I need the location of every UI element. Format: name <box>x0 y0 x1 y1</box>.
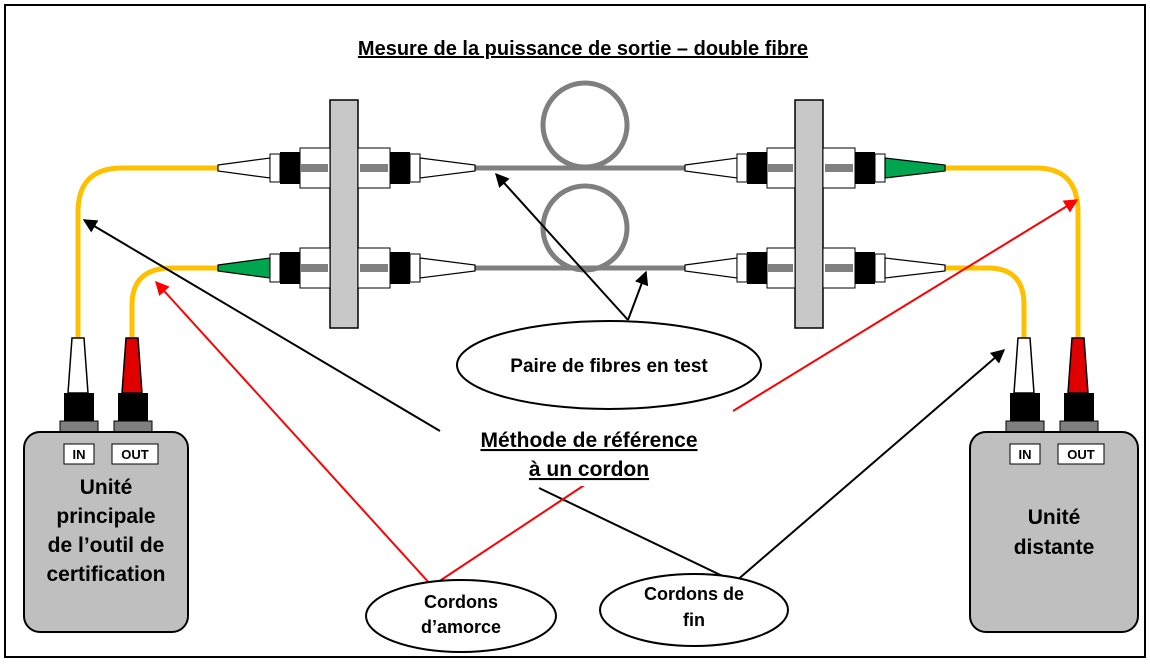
connector-ferrule <box>825 264 853 272</box>
main-out-port-box <box>111 443 159 465</box>
remote-out-port-box <box>1057 443 1105 465</box>
tail-cords-callout <box>599 573 789 647</box>
left-launch-cord <box>129 265 218 338</box>
main-in-port-box <box>63 443 95 465</box>
main-unit: IN OUT Unité principale de l’outil de ce… <box>23 337 189 633</box>
launch-cords-label-line: d’amorce <box>421 617 501 637</box>
remote-unit: IN OUT Unité distante <box>969 337 1139 633</box>
main-out-port-label: OUT <box>121 447 149 462</box>
green-ferrule-boot <box>884 157 946 179</box>
remote-in-connector-body <box>1010 393 1040 421</box>
remote-unit-label-line: Unité <box>1028 506 1081 529</box>
tail-cords-label-line: Cordons de <box>644 584 744 604</box>
tail-cords-label-line: fin <box>683 610 705 630</box>
connector-collar <box>269 253 281 283</box>
connector-ferrule <box>825 164 853 172</box>
method-label-bg <box>446 426 728 486</box>
remote-in-port-label: IN <box>1019 447 1032 462</box>
main-in-connector-body <box>64 393 94 421</box>
connector-ferrule <box>767 164 793 172</box>
connector-collar <box>874 153 886 183</box>
main-out-connector-body <box>118 393 148 421</box>
callout-arrows <box>82 172 1079 587</box>
connector-collar <box>736 253 748 283</box>
connector-ferrule <box>360 264 388 272</box>
left-panel-connectors <box>217 147 476 289</box>
connector-body <box>280 152 300 184</box>
remote-unit-body <box>969 431 1139 633</box>
connector-collar <box>874 253 886 283</box>
tail-cord-arrow <box>82 219 441 432</box>
remote-in-port-box <box>1009 443 1041 465</box>
main-in-port-label: IN <box>73 447 86 462</box>
fiber-pair-callout <box>456 320 762 410</box>
connector-collar <box>736 153 748 183</box>
connector-body <box>747 152 767 184</box>
main-unit-label-line: Unité <box>80 476 133 499</box>
fiber-pair-arrow <box>627 270 649 321</box>
main-unit-label-line: principale <box>56 505 155 528</box>
fiber-pair-arrow <box>495 172 629 321</box>
launch-cords-label-line: Cordons <box>424 592 498 612</box>
connector-collar <box>409 253 421 283</box>
launch-cords-callout <box>365 579 557 653</box>
connector-body <box>390 252 410 284</box>
left-tail-cord <box>75 165 218 338</box>
connector-body <box>855 252 875 284</box>
connector-collar <box>269 153 281 183</box>
remote-out-connector-boot <box>1067 337 1089 394</box>
remote-in-connector-boot <box>1013 337 1035 394</box>
main-out-connector-boot <box>121 337 143 394</box>
main-unit-label-line: certification <box>46 563 165 586</box>
connector-ferrule <box>300 264 328 272</box>
connector-body <box>390 152 410 184</box>
connector-ferrule <box>360 164 388 172</box>
left-patch-panel <box>329 99 359 329</box>
right-panel-connectors <box>684 147 946 289</box>
connector-body <box>855 152 875 184</box>
connector-collar <box>409 153 421 183</box>
connector-body <box>280 252 300 284</box>
remote-out-connector-body <box>1064 393 1094 421</box>
launch-cord-arrow <box>732 199 1079 412</box>
main-unit-body <box>23 431 189 633</box>
right-patch-panel <box>794 99 824 329</box>
tail-cord-arrow <box>538 487 736 583</box>
method-label-line: à un cordon <box>529 458 649 481</box>
method-label-line: Méthode de référence <box>480 429 697 452</box>
connector-ferrule <box>300 164 328 172</box>
connector-ferrule <box>767 264 793 272</box>
ferrule-boot <box>419 257 476 279</box>
ferrule-boot <box>884 257 946 279</box>
tail-cord-arrow <box>734 349 1006 583</box>
launch-cord-arrow <box>431 479 593 587</box>
remote-unit-label-line: distante <box>1014 536 1095 559</box>
remote-out-port-label: OUT <box>1067 447 1095 462</box>
ferrule-boot <box>419 157 476 179</box>
diagram-title: Mesure de la puissance de sortie – doubl… <box>358 38 808 60</box>
main-unit-label-line: de l’outil de <box>48 534 165 557</box>
main-in-connector-boot <box>67 337 89 394</box>
fiber-pair-label: Paire de fibres en test <box>510 356 708 377</box>
launch-cord-arrow <box>155 280 433 587</box>
right-tail-cord <box>945 265 1027 338</box>
connector-body <box>747 252 767 284</box>
